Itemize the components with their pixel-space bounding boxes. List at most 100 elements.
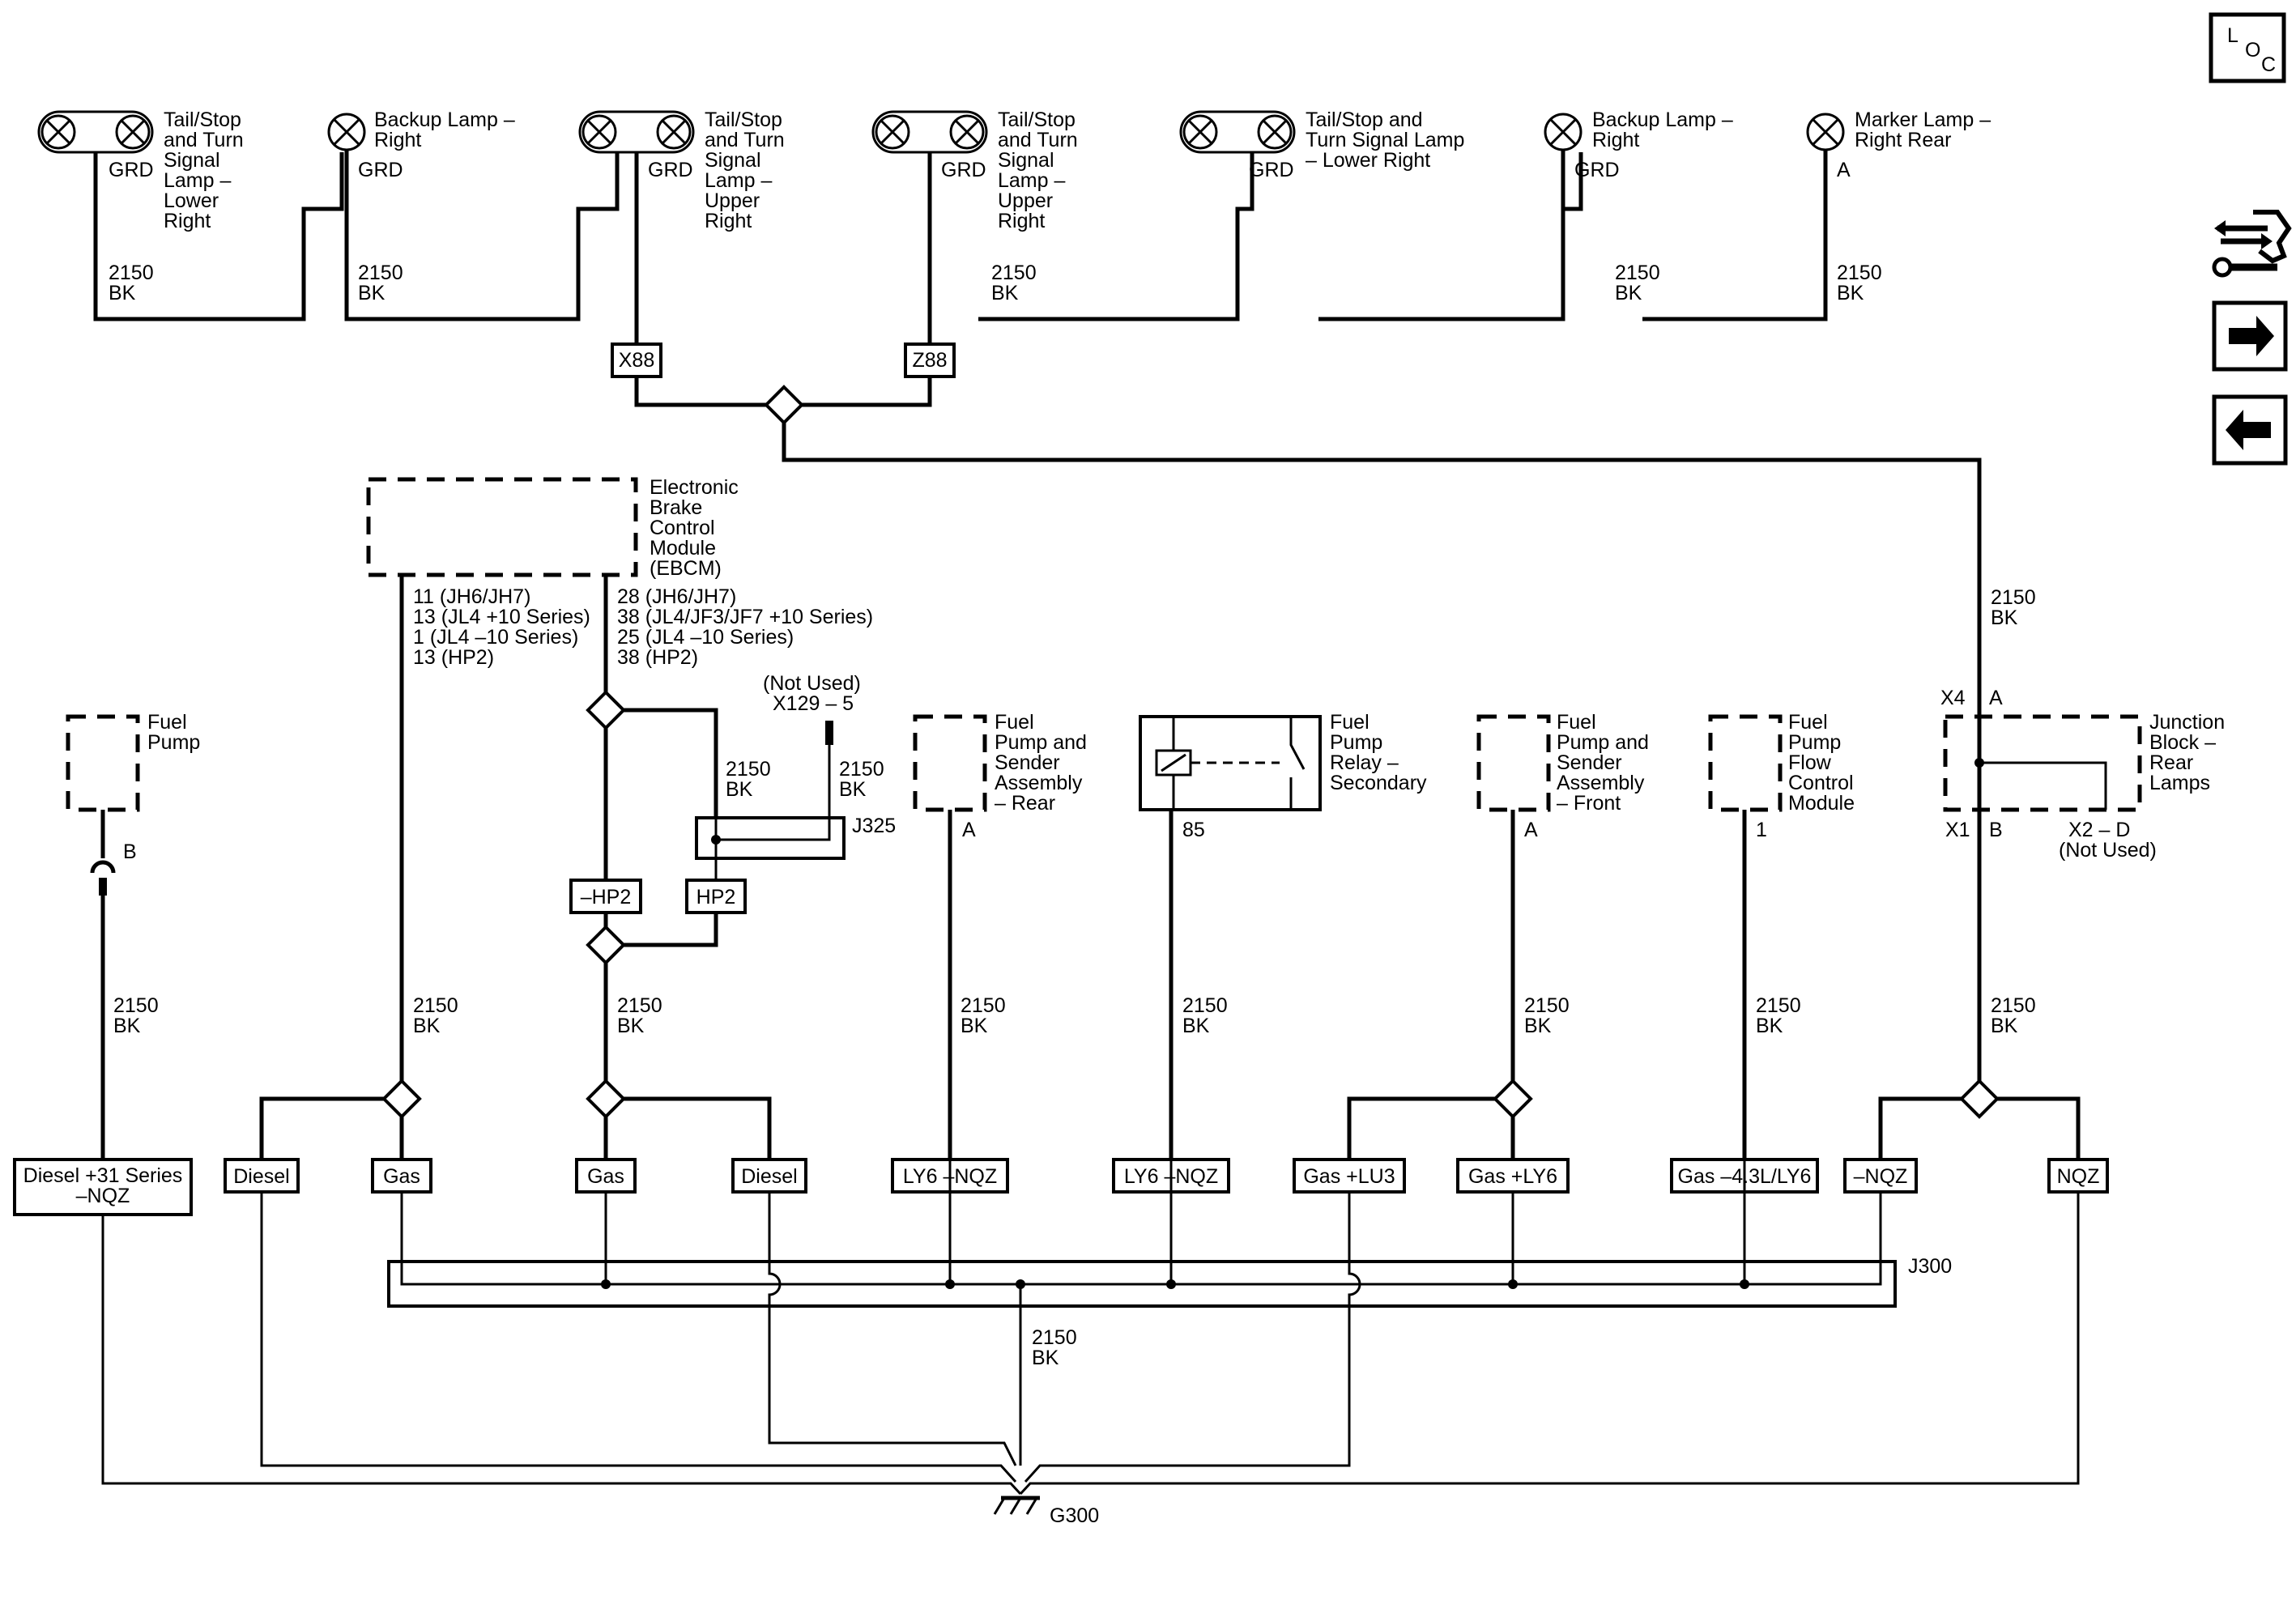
component-label: Fuel [1330, 711, 1370, 734]
pin-label: 1 [1756, 819, 1767, 841]
color-label: BK [1032, 1347, 1059, 1369]
connector-label: X1 [1945, 819, 1970, 841]
splice-icon [764, 385, 804, 425]
component-label: Fuel [1557, 711, 1596, 734]
pin-label: GRD [109, 159, 154, 181]
svg-text:Backup Lamp –Right: Backup Lamp –Right [374, 109, 515, 151]
circuit-label: 2150 [1837, 262, 1882, 284]
variant-box-gas-lu3 [1293, 1158, 1406, 1194]
variant-box-nqz [2047, 1158, 2109, 1194]
circuit-label: 2150 [1182, 994, 1228, 1017]
bulb-icon [40, 114, 76, 150]
circuit-label: 2150 [726, 758, 771, 781]
fuel-pump-box [66, 714, 140, 812]
splice-icon [1959, 1079, 2000, 1119]
j300-label: J300 [1908, 1255, 1952, 1278]
pin-label: A [1837, 159, 1851, 181]
variant-label: Diesel [233, 1165, 289, 1188]
color-label: BK [1991, 1015, 2018, 1037]
lamp-housing [1179, 110, 1296, 154]
circuit-label: 2150 [358, 262, 403, 284]
variant-box-diesel [224, 1158, 300, 1194]
connector-label: X2 – D [2068, 819, 2130, 841]
circuit-label: 2150 [991, 262, 1037, 284]
option-box-x88 [611, 343, 662, 378]
ebcm-label: Electronic [650, 476, 739, 499]
component-box [913, 714, 987, 812]
variant-box-diesel-31-nqz [13, 1158, 193, 1216]
bulb-icon [875, 114, 910, 150]
lamp-label: Backup Lamp – [1592, 109, 1733, 131]
j325-label: J325 [852, 815, 896, 837]
variant-box-gas-ly6 [1456, 1158, 1570, 1194]
color-label: BK [1756, 1015, 1783, 1037]
variant-label: Gas +LY6 [1468, 1165, 1557, 1188]
circuit-label: 2150 [109, 262, 154, 284]
loc-icon[interactable] [2209, 12, 2286, 83]
prev-page-button[interactable] [2212, 394, 2288, 466]
color-label: BK [961, 1015, 988, 1037]
lamp-label: Marker Lamp – [1855, 109, 1991, 131]
svg-text:Marker Lamp –Right Rear: Marker Lamp –Right Rear [1855, 109, 1991, 151]
variant-box-gas [371, 1158, 432, 1194]
splice-icon [586, 1079, 626, 1119]
lamp-label: Backup Lamp – [374, 109, 515, 131]
svg-text:Diesel +31 Series–NQZ: Diesel +31 Series–NQZ [23, 1164, 183, 1207]
j300-splice-pack: J300 2150 BK [387, 1158, 1952, 1466]
pin-label: A [1524, 819, 1538, 841]
wrench-arrows-icon[interactable] [2212, 210, 2292, 278]
svg-text:11 (JH6/JH7)13 (JL4 +10 Series: 11 (JH6/JH7)13 (JL4 +10 Series)1 (JL4 –1… [413, 585, 590, 669]
variant-label: Diesel +31 Series [23, 1164, 183, 1187]
color-label: BK [1615, 282, 1642, 304]
pin-label: GRD [1249, 159, 1294, 181]
ground-label: G300 [1050, 1504, 1099, 1527]
color-label: BK [726, 778, 753, 801]
splice-icon [586, 925, 626, 965]
lamp-housing [37, 110, 154, 154]
variant-label: –NQZ [1854, 1165, 1908, 1188]
pin-label: GRD [358, 159, 403, 181]
color-label: BK [839, 778, 867, 801]
circuit-label: 2150 [413, 994, 458, 1017]
arrow-right-icon[interactable] [2212, 300, 2288, 372]
option-x88-z88: X88 Z88 2150 BK [611, 343, 2036, 717]
circuit-label: 2150 [617, 994, 662, 1017]
loc-letter: O [2245, 39, 2260, 62]
variant-label: NQZ [2057, 1165, 2100, 1188]
status-label: (Not Used) [2059, 839, 2157, 862]
bulb-icon [1257, 114, 1293, 150]
circuit-label: 2150 [839, 758, 884, 781]
circuit-label: 2150 [1991, 994, 2036, 1017]
splice-row [259, 1079, 2081, 1176]
nav-panel[interactable]: L O C [2209, 12, 2292, 466]
variant-label: Diesel [741, 1165, 797, 1188]
component-label: Fuel [1788, 711, 1828, 734]
lamp-backup-right-1: Backup Lamp –Right GRD 2150 BK [327, 109, 620, 321]
loc-letter: C [2261, 53, 2276, 76]
loc-button[interactable]: L O C [2209, 12, 2286, 83]
pin-label: B [1989, 819, 2003, 841]
color-label: BK [1991, 606, 2018, 629]
color-label: BK [991, 282, 1019, 304]
variant-label: Gas [383, 1165, 420, 1188]
component-label: Junction [2149, 711, 2225, 734]
next-page-button[interactable] [2212, 300, 2288, 372]
ground-wires: G300 [101, 1192, 2080, 1527]
lamp-label: Tail/Stop [164, 109, 241, 131]
circuit-label: 2150 [961, 994, 1006, 1017]
component-box [1708, 714, 1783, 812]
splice-icon [586, 690, 626, 730]
option-label: –HP2 [581, 886, 632, 908]
